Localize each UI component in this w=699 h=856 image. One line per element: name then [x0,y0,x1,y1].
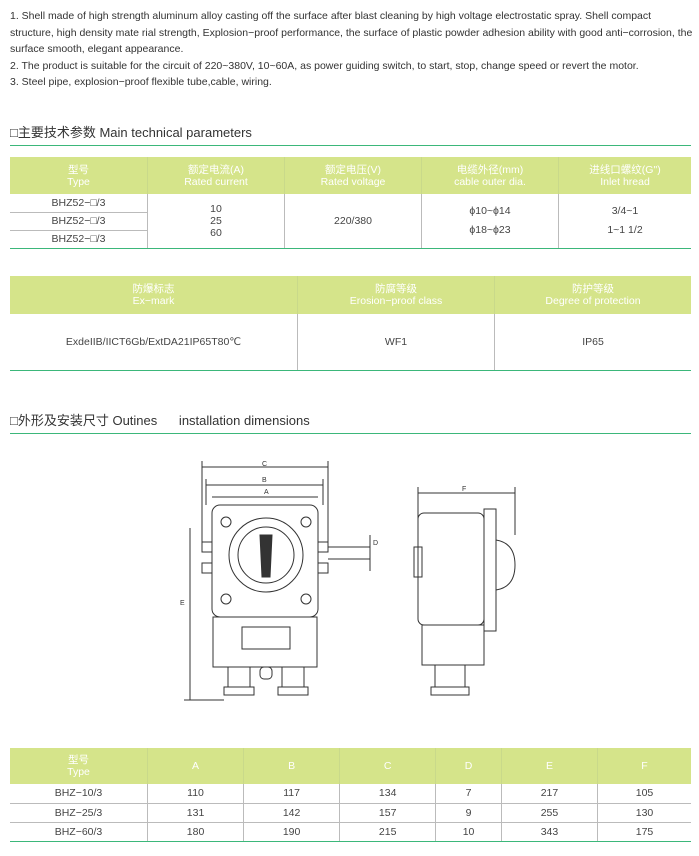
th-current: 额定电流(A)Rated current [147,157,285,194]
exmark-value: ExdeIIB/IICT6Gb/ExtDA21IP65T80℃ [10,314,298,371]
th-f: F [597,748,691,784]
intro-1: 1. Shell made of high strength aluminum … [10,10,693,55]
erosion-value: WF1 [297,314,495,371]
protection-value: IP65 [494,314,691,371]
installation-dimensions-drawing: C B A D E F [180,461,516,701]
th-a: A [146,748,244,784]
section-title-dimensions: □外形及安装尺寸 Outines installation dimensions [10,410,691,434]
intro-text: 1. Shell made of high strength aluminum … [10,8,695,91]
intro-2: 2. The product is suitable for the circu… [10,59,639,72]
th-cable: 电缆外径(mm)cable outer dia. [421,157,559,194]
th-voltage: 额定电压(V)Rated voltage [284,157,422,194]
dim-d-label: D [373,540,378,547]
dim-b-label: B [262,477,267,484]
type-cell: BHZ52−□/3 [10,212,148,231]
th-thread: 进线口螺纹(G")Inlet hread [558,157,691,194]
th-e: E [500,748,598,784]
voltage-cell: 220/380 [284,194,422,249]
dim-f-label: F [462,486,466,493]
type-cell: BHZ52−□/3 [10,194,148,213]
dim-c-label: C [262,461,267,468]
th-c: C [339,748,436,784]
section-title-technical: □主要技术参数 Main technical parameters [10,122,691,146]
th-b: B [243,748,340,784]
dim-a-label: A [264,489,269,496]
th-d: D [435,748,502,784]
dim-e-label: E [180,600,185,607]
intro-3: 3. Steel pipe, explosion−proof flexible … [10,76,272,88]
type-cell: BHZ52−□/3 [10,230,148,249]
